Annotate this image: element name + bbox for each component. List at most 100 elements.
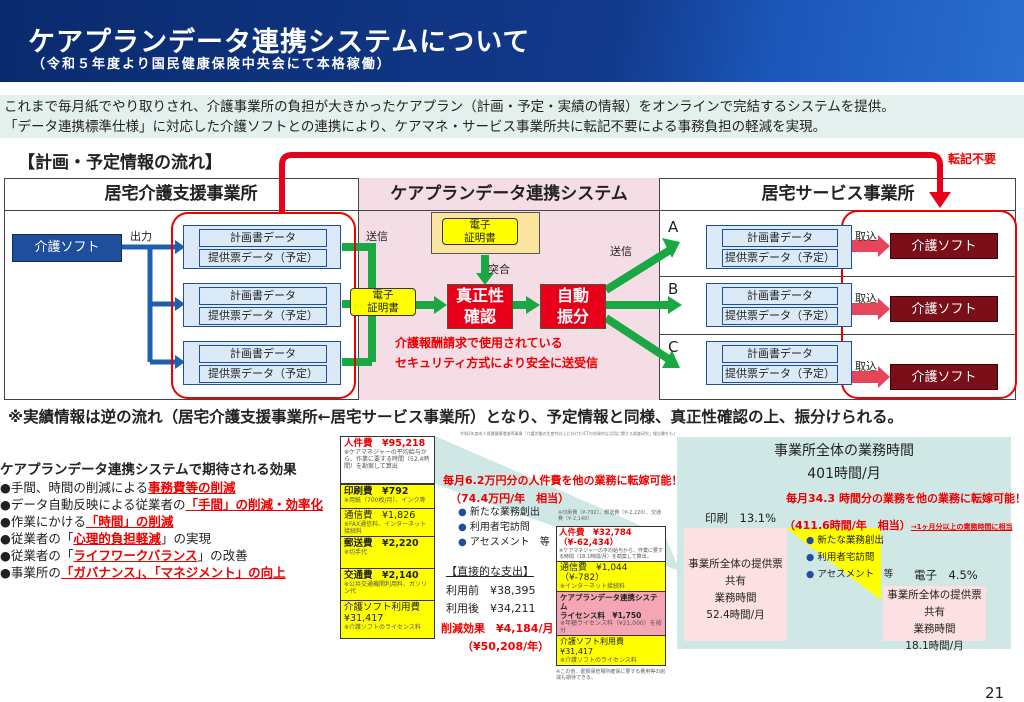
comm-cost-after: 通信費 ¥1,044（¥-782）※インターネット接続料 — [556, 562, 666, 592]
effects-list: ●手間、時間の削減による事務費等の削減 ●データ自動反映による従業者の「手間」の削… — [0, 479, 338, 581]
reduction-effect: 削減効果 ¥4,184/月 — [441, 622, 554, 635]
import-label: 取込 — [855, 360, 877, 373]
effect-item: ●従業者の「ライフワークバランス」の改善 — [0, 548, 248, 563]
e-certificate: 電子 証明書 — [442, 218, 518, 245]
software-cost: 介護ソフト利用費¥31,417※介護ソフトのライセンス料 — [340, 601, 435, 639]
plan-data-group: 計画書データ提供票データ（予定） — [706, 341, 852, 385]
expected-effects: ケアプランデータ連携システムで期待される効果 ●手間、時間の削減による事務費等の… — [0, 462, 338, 581]
labor-cost-before: 人件費 ¥95,218※ケアマネジャーの平均給与から、作業に要する時間（52.4… — [340, 436, 435, 484]
recipient-letter: C — [668, 338, 679, 356]
bullet-item: ● 利用者宅訪問 — [458, 522, 530, 533]
hours-title: 事業所全体の業務時間 — [774, 443, 914, 459]
cost-footnote: ※この他、書類保管場所確保に要する費用等の削減も期待できる。 — [556, 669, 666, 681]
page-number: 21 — [985, 684, 1005, 702]
transport-cost: 交通費 ¥2,140※公共交通機関利用料、ガソリン代 — [340, 569, 435, 601]
header-banner — [0, 0, 1024, 82]
intro-line: これまで毎月紙でやり取りされ、介護事業所の負担が大きかったケアプラン（計画・予定… — [4, 99, 895, 115]
page-subtitle: （令和５年度より国民健康保険中央会にて本格稼働） — [32, 57, 392, 72]
plan-data: 計画書データ — [199, 287, 327, 305]
effect-item: ●データ自動反映による従業者の「手間」の削減・効率化 — [0, 497, 324, 512]
col-header-system: ケアプランデータ連携システム — [358, 178, 660, 211]
bullet-item: ● アセスメント 等 — [806, 569, 894, 580]
ticket-data: 提供票データ（予定） — [199, 249, 327, 267]
ticket-data: 提供票データ（予定） — [199, 307, 327, 325]
print-box-line: 業務時間 — [714, 592, 757, 604]
intro-band: これまで毎月紙でやり取りされ、介護事業所の負担が大きかったケアプラン（計画・予定… — [0, 95, 1024, 138]
reduced-items-note: ※印刷費（¥-792）、郵送費（¥-2,220）、交通費（¥-2,140） — [558, 510, 662, 522]
cost-after-stack: 人件費 ¥32,784（¥-62,434）※ケアマネジャーの平均給与から、作業に… — [556, 526, 666, 681]
security-text: セキュリティ方式により安全に送受信 — [395, 356, 599, 370]
hours-wedge — [786, 528, 881, 600]
care-software-destination: 介護ソフト — [890, 364, 998, 390]
security-text: 介護報酬請求で使用されている — [395, 336, 563, 350]
reverse-flow-note: ※実績情報は逆の流れ（居宅介護支援事業所←居宅サービス事業所）となり、予定情報と… — [8, 408, 903, 426]
recipient-letter: B — [668, 280, 679, 298]
comm-cost: 通信費 ¥1,826※FAX通信料、インターネット接続料 — [340, 509, 435, 537]
before-cost: 利用前 ¥38,395 — [446, 584, 536, 597]
authenticity-check: 真正性 確認 — [447, 284, 513, 329]
hours-transfer-text: 毎月34.3 時間分の業務を他の業務に転嫁可能！ — [786, 492, 1024, 505]
bullet-item: ● 新たな業務創出 — [806, 535, 884, 546]
e-certificate: 電子 証明書 — [350, 288, 416, 316]
match-label: 突合 — [488, 263, 510, 276]
care-software-source: 介護ソフト — [12, 234, 122, 262]
reduction-effect-year: （¥50,208/年） — [462, 640, 550, 653]
send-label: 送信 — [366, 230, 388, 243]
divider — [660, 276, 1016, 277]
bullet-item: ● 利用者宅訪問 — [806, 552, 875, 563]
ticket-data: 提供票データ（予定） — [199, 365, 327, 383]
care-software-destination: 介護ソフト — [890, 296, 998, 322]
ticket-data: 提供票データ（予定） — [722, 307, 838, 325]
col-header-service: 居宅サービス事業所 — [660, 178, 1016, 211]
effect-item: ●従業者の「心理的負担軽減」の実現 — [0, 531, 211, 546]
plan-data: 計画書データ — [722, 229, 838, 247]
plan-data-group: 計画書データ提供票データ（予定） — [183, 283, 341, 327]
page-title: ケアプランデータ連携システムについて — [28, 27, 531, 58]
cost-transfer-year: （74.4万円/年 相当） — [450, 492, 570, 505]
elec-box-line: 事業所全体の提供票共有 — [887, 589, 982, 618]
postage-cost: 郵送費 ¥2,220※切手代 — [340, 537, 435, 569]
hours-bullets: ● 新たな業務創出 ● 利用者宅訪問 ● アセスメント 等 — [806, 532, 893, 583]
print-box-line: 52.4時間/月 — [706, 609, 765, 621]
print-hours-box: 事業所全体の提供票共有業務時間 52.4時間/月 — [684, 528, 787, 641]
import-arrows — [852, 235, 890, 388]
plan-data-group: 計画書データ提供票データ（予定） — [706, 225, 852, 269]
effect-item: ●事業所の「ガバナンス」、「マネジメント」の向上 — [0, 565, 286, 580]
effects-heading: ケアプランデータ連携システムで期待される効果 — [0, 462, 297, 478]
hours-transfer-note: →1ヶ月分以上の業務時間に相当 — [910, 523, 1013, 531]
transfer-arc — [279, 152, 943, 212]
ticket-data: 提供票データ（予定） — [722, 249, 838, 267]
after-cost: 利用後 ¥34,211 — [446, 602, 536, 615]
plan-data: 計画書データ — [722, 287, 838, 305]
hours-transfer-line: （411.6時間/年 相当）→1ヶ月分以上の業務時間に相当 — [784, 514, 1013, 533]
plan-data: 計画書データ — [722, 345, 838, 363]
no-transcription-label: 転記不要 — [948, 152, 997, 166]
arc-arrowhead — [929, 192, 951, 208]
plan-data: 計画書データ — [199, 345, 327, 363]
hours-transfer-year: （411.6時間/年 相当） — [784, 519, 911, 532]
effect-item: ●手間、時間の削減による事務費等の削減 — [0, 480, 236, 495]
col-header-care-support: 居宅介護支援事業所 — [4, 178, 358, 211]
output-arrows — [122, 244, 175, 365]
intro-line: 「データ連携標準仕様」に対応した介護ソフトとの連携により、ケアマネ・サービス事業… — [4, 119, 827, 135]
hours-total: 401時間/月 — [807, 466, 881, 482]
auto-distribution: 自動 振分 — [540, 284, 606, 329]
plan-data-group: 計画書データ提供票データ（予定） — [706, 283, 852, 327]
electronic-share-label: 電子 4.5% — [914, 568, 978, 582]
license-fee: ケアプランデータ連携システムライセンス料 ¥1,750※年額ライセンス料（¥21… — [556, 592, 666, 636]
labor-cost-after: 人件費 ¥32,784（¥-62,434）※ケアマネジャーの平均給与から、作業に… — [556, 526, 666, 562]
recipient-letter: A — [668, 218, 679, 236]
elec-box-line: 18.1時間/月 — [905, 640, 964, 652]
flow-section-title: 【計画・予定情報の流れ】 — [18, 153, 222, 173]
bullet-item: ● 新たな業務創出 — [458, 507, 540, 518]
plan-data-group: 計画書データ提供票データ（予定） — [183, 341, 341, 385]
plan-data: 計画書データ — [199, 229, 327, 247]
ticket-data: 提供票データ（予定） — [722, 365, 838, 383]
import-label: 取込 — [855, 292, 877, 305]
care-software-destination: 介護ソフト — [890, 233, 998, 259]
print-cost: 印刷費 ¥792※用紙（700枚/月）、インク等 — [340, 484, 435, 509]
cost-transfer-text: 毎月6.2万円分の人件費を他の業務に転嫁可能！ — [443, 474, 683, 487]
plan-data-group: 計画書データ提供票データ（予定） — [183, 225, 341, 269]
print-box-line: 事業所全体の提供票共有 — [688, 558, 783, 587]
